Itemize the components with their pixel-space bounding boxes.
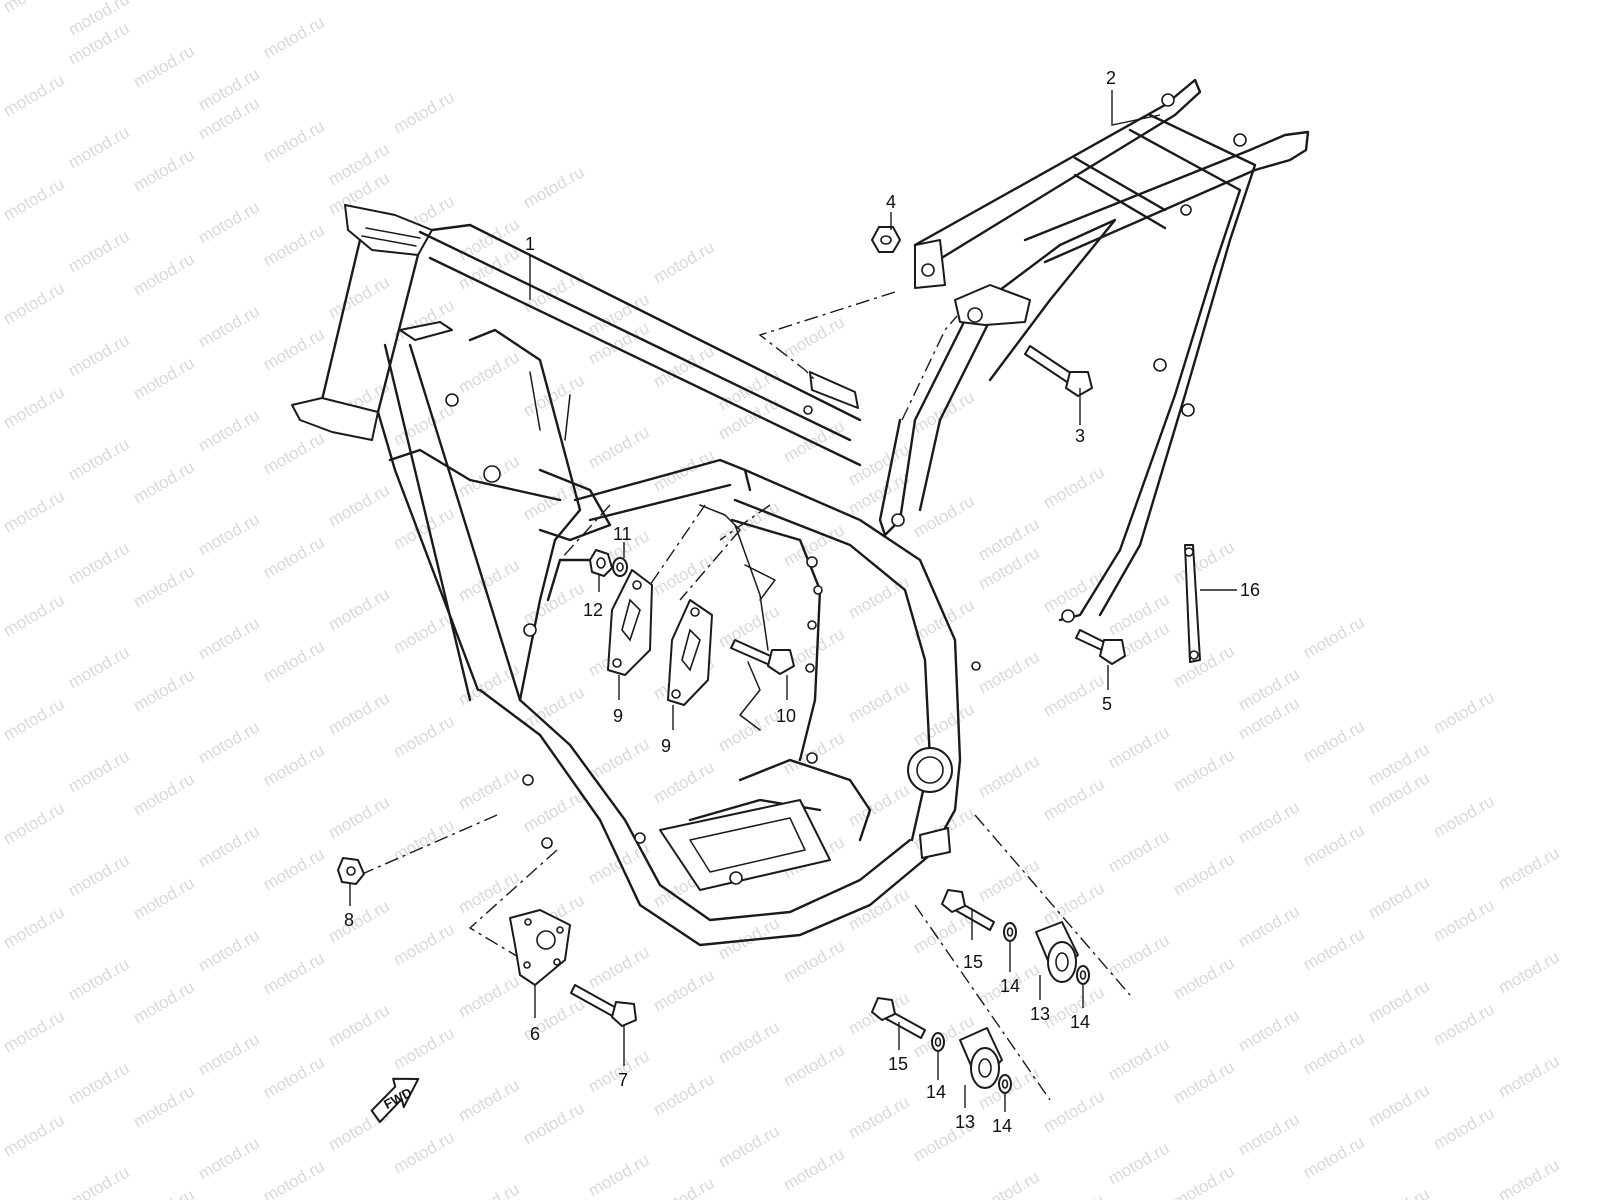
part-3-bolt	[1024, 345, 1093, 397]
part-13-roller-b	[959, 1027, 1003, 1089]
assembly-leaders	[346, 291, 1131, 1101]
part-10-bolt	[730, 639, 795, 675]
callout-12: 12	[583, 600, 603, 620]
callout-leaders	[349, 90, 1237, 1112]
part-14-washer-c	[931, 1032, 945, 1052]
callout-14d: 14	[992, 1116, 1012, 1136]
part-9-bracket-b	[667, 599, 713, 706]
callout-2: 2	[1106, 68, 1116, 88]
callout-15b: 15	[888, 1054, 908, 1074]
part-11-washer	[612, 557, 628, 577]
part-8-nut	[337, 857, 365, 885]
callout-13a: 13	[1030, 1004, 1050, 1024]
callout-14c: 14	[926, 1082, 946, 1102]
part-5-bolt	[1075, 629, 1126, 665]
part-6-plate	[509, 909, 571, 986]
part-14-washer-b	[1076, 965, 1090, 985]
callout-14b: 14	[1070, 1012, 1090, 1032]
main-frame	[291, 204, 981, 947]
callout-7: 7	[618, 1070, 628, 1090]
rear-subframe	[878, 78, 1310, 623]
callout-11: 11	[613, 524, 632, 544]
callout-labels: 1 2 3 4 5 6 7 8 9 9 10 11 12 13 13 14 14…	[344, 68, 1260, 1136]
callout-15a: 15	[963, 952, 983, 972]
callout-9b: 9	[661, 736, 671, 756]
callout-6: 6	[530, 1024, 540, 1044]
callout-9a: 9	[613, 706, 623, 726]
part-14-washer-d	[998, 1074, 1012, 1094]
part-4-nut	[871, 226, 901, 253]
callout-5: 5	[1102, 694, 1112, 714]
part-9-bracket-a	[607, 569, 653, 676]
part-7-bolt	[570, 984, 637, 1027]
callout-14a: 14	[1000, 976, 1020, 996]
callout-16: 16	[1240, 580, 1260, 600]
callout-13b: 13	[955, 1112, 975, 1132]
callout-3: 3	[1075, 426, 1085, 446]
part-15-bolt-a	[941, 889, 995, 931]
callout-4: 4	[886, 192, 896, 212]
part-12-nut	[589, 549, 613, 577]
callout-1: 1	[525, 234, 535, 254]
part-13-roller-a	[1035, 921, 1079, 983]
part-14-washer-a	[1003, 922, 1017, 942]
callout-10: 10	[776, 706, 796, 726]
fwd-label: FWD	[381, 1085, 414, 1112]
callout-8: 8	[344, 910, 354, 930]
part-15-bolt-b	[871, 997, 926, 1039]
fwd-arrow-icon: FWD	[370, 1077, 420, 1123]
part-16-strap	[1184, 544, 1201, 663]
